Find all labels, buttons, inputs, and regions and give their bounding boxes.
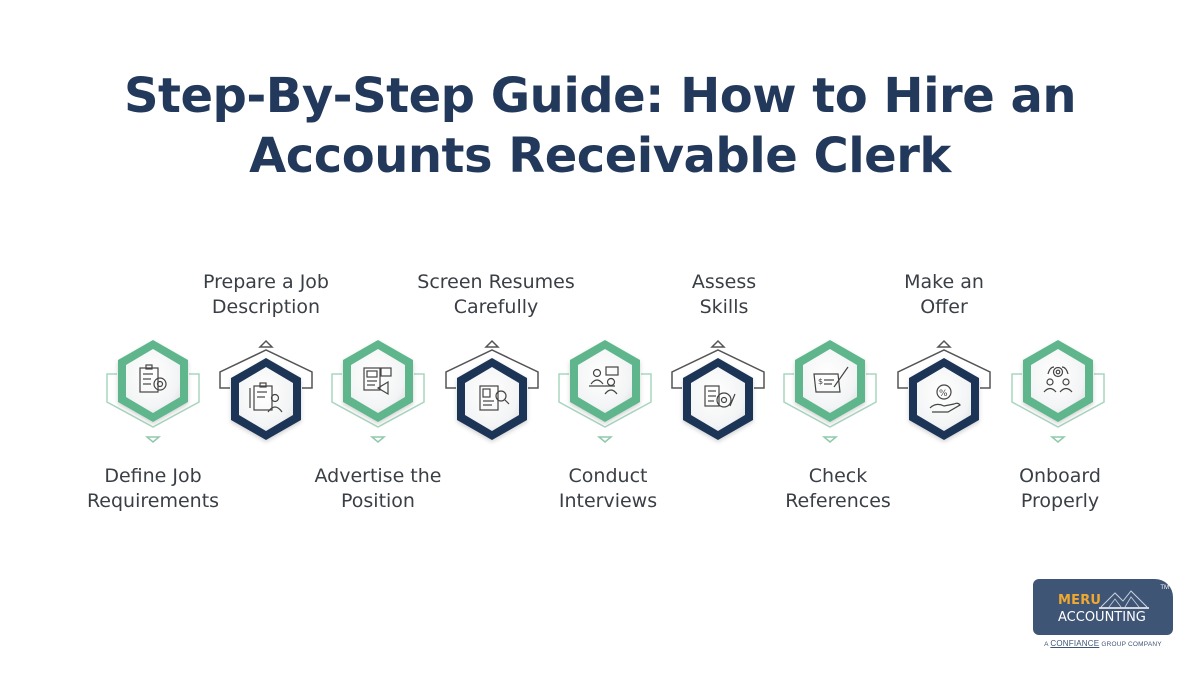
hexagon-frame-navy bbox=[445, 339, 539, 440]
company-logo: MERU ACCOUNTING TM bbox=[1033, 579, 1173, 635]
hexagon-frame-green bbox=[558, 340, 652, 443]
hexagon-frame-green bbox=[331, 340, 425, 443]
title-line-2: Accounts Receivable Clerk bbox=[249, 128, 951, 184]
mountain-icon bbox=[1099, 590, 1149, 609]
hand-percent-icon: % bbox=[929, 384, 961, 413]
checklist-head-gear-icon bbox=[704, 385, 736, 408]
step-2-label: Prepare a Job Description bbox=[202, 271, 329, 318]
step-6-label: Assess Skills bbox=[691, 271, 757, 318]
step-8-node: % bbox=[874, 330, 1014, 530]
svg-text:%: % bbox=[939, 389, 948, 399]
step-9-label: Onboard Properly bbox=[1019, 465, 1101, 512]
interview-icon bbox=[589, 366, 619, 395]
logo-accounting: ACCOUNTING bbox=[1058, 610, 1146, 625]
hexagon-frame-navy bbox=[671, 339, 765, 440]
step-7-node: $ bbox=[760, 330, 900, 530]
step-1-label: Define Job Requirements bbox=[86, 465, 220, 512]
step-7-label: Check References bbox=[785, 465, 891, 512]
clipboard-gear-icon bbox=[139, 364, 167, 393]
step-4-node bbox=[422, 330, 562, 530]
step-5-node bbox=[535, 330, 675, 530]
title-line-1: Step-By-Step Guide: How to Hire an bbox=[123, 68, 1077, 124]
hexagon-frame-green bbox=[106, 340, 200, 443]
step-8-label: Make an Offer bbox=[904, 271, 984, 318]
step-2-node bbox=[196, 330, 336, 530]
hexagon-frame-green: $ bbox=[783, 340, 877, 443]
document-pen-icon: $ bbox=[813, 366, 849, 393]
logo-tagline: A CONFIANCE GROUP COMPANY bbox=[1044, 639, 1162, 648]
step-9-node bbox=[988, 330, 1128, 530]
hexagon-frame-green bbox=[1011, 340, 1105, 443]
step-5-label: Conduct Interviews bbox=[558, 465, 658, 512]
resume-magnifier-icon bbox=[479, 385, 510, 411]
svg-text:$: $ bbox=[818, 377, 823, 386]
step-6-node bbox=[648, 330, 788, 530]
megaphone-document-icon bbox=[363, 367, 392, 396]
trademark: TM bbox=[1160, 585, 1169, 591]
team-gear-icon bbox=[1043, 366, 1073, 393]
hexagon-frame-navy: % bbox=[897, 339, 991, 440]
step-3-label: Advertise the Position bbox=[314, 465, 442, 512]
page-title: Step-By-Step Guide: How to Hire an Accou… bbox=[0, 66, 1200, 186]
step-1-node bbox=[83, 330, 223, 530]
step-4-label: Screen Resumes Carefully bbox=[417, 271, 575, 318]
logo-meru: MERU bbox=[1058, 593, 1102, 608]
step-3-node bbox=[308, 330, 448, 530]
hexagon-frame-navy bbox=[219, 339, 313, 440]
clipboard-person-icon bbox=[249, 382, 283, 413]
